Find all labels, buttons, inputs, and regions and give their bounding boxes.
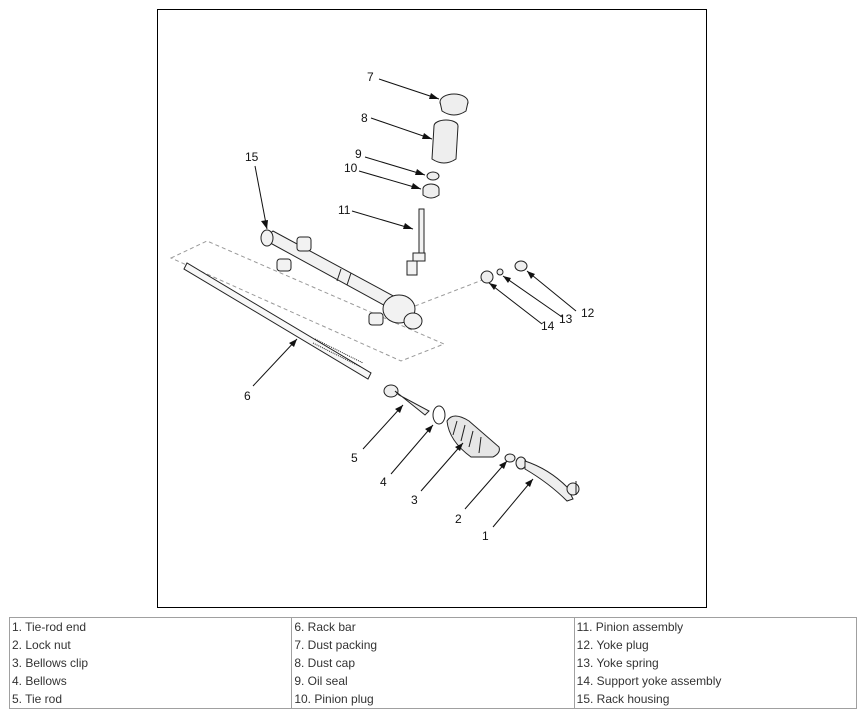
callout-4: 4 (380, 475, 387, 489)
diagram-drawing: 7 8 9 10 11 15 12 13 14 6 5 4 3 2 1 (169, 70, 595, 543)
legend-item: 7. Dust packing (294, 638, 378, 652)
callout-14: 14 (541, 319, 555, 333)
legend-item: 2. Lock nut (12, 638, 71, 652)
callout-6: 6 (244, 389, 251, 403)
callout-15: 15 (245, 150, 259, 164)
support-yoke-part (480, 270, 494, 284)
bellows-clip-ring (432, 405, 446, 425)
yoke-axis-line (414, 278, 486, 307)
callout-1: 1 (482, 529, 489, 543)
yoke-plug-part (514, 260, 528, 272)
legend-item: 5. Tie rod (12, 692, 63, 706)
legend-item: 10. Pinion plug (294, 692, 374, 706)
exploded-diagram: 7 8 9 10 11 15 12 13 14 6 5 4 3 2 1 (157, 9, 707, 608)
callout-8: 8 (361, 111, 368, 125)
legend-item: 6. Rack bar (294, 620, 356, 634)
legend-item: 9. Oil seal (294, 674, 348, 688)
assembly-outline (169, 240, 446, 362)
tie-rod-end-part (515, 456, 580, 502)
rack-bar-part (183, 262, 372, 380)
legend-item: 14. Support yoke assembly (576, 674, 722, 688)
callout-3: 3 (411, 493, 418, 507)
legend-item: 15. Rack housing (576, 692, 670, 706)
legend-item: 3. Bellows clip (12, 656, 89, 670)
legend-item: 13. Yoke spring (576, 656, 659, 670)
dust-cap-part (431, 119, 459, 164)
legend-item: 12. Yoke plug (576, 638, 649, 652)
tie-rod-part (383, 384, 430, 416)
pinion-assembly-part (406, 208, 426, 276)
dust-packing-part (439, 93, 469, 116)
legend-item: 4. Bellows (12, 674, 67, 688)
pinion-plug-part (422, 183, 440, 199)
callout-7: 7 (367, 70, 374, 84)
legend-column-2: 6. Rack bar 7. Dust packing 8. Dust cap … (291, 617, 575, 709)
callout-13: 13 (559, 312, 573, 326)
callout-9: 9 (355, 147, 362, 161)
legend-column-3: 11. Pinion assembly 12. Yoke plug 13. Yo… (573, 617, 858, 709)
callout-11: 11 (338, 203, 351, 217)
parts-legend-table: 1. Tie-rod end 2. Lock nut 3. Bellows cl… (8, 617, 858, 709)
bellows-part (446, 415, 500, 458)
callout-12: 12 (581, 306, 595, 320)
callout-2: 2 (455, 512, 462, 526)
legend-item: 11. Pinion assembly (576, 620, 684, 634)
arrow-heads (261, 93, 535, 487)
yoke-spring-part (496, 268, 504, 276)
rack-housing-part (260, 229, 423, 330)
legend-column-1: 1. Tie-rod end 2. Lock nut 3. Bellows cl… (8, 617, 293, 709)
callout-5: 5 (351, 451, 358, 465)
callout-10: 10 (344, 161, 358, 175)
oil-seal-part (426, 171, 440, 181)
legend-item: 8. Dust cap (294, 656, 356, 670)
lock-nut-part (504, 453, 516, 463)
leader-lines (252, 78, 577, 528)
legend-item: 1. Tie-rod end (12, 620, 87, 634)
